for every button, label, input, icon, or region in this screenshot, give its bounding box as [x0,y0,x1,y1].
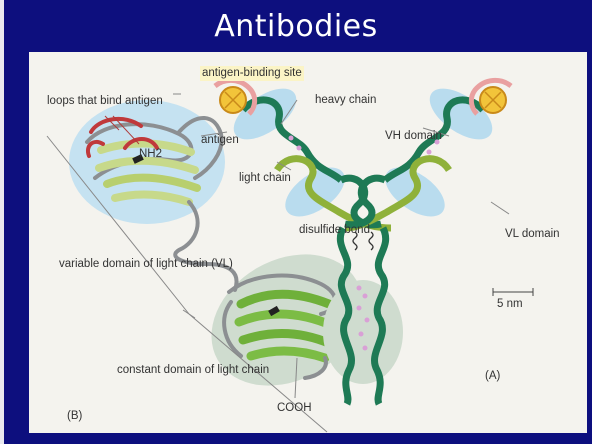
figure-panel: antigen-binding site loops that bind ant… [29,52,587,433]
panel-a-label: (A) [485,370,500,383]
scale-bar [493,288,533,296]
slide-title: Antibodies [0,4,592,50]
slide-left-edge [0,0,4,444]
antibody-illustration [29,52,587,433]
disulfide-bond-label: disulfide bond [299,224,370,237]
panel-b-label: (B) [67,410,82,423]
loops-label: loops that bind antigen [47,95,163,108]
vh-domain-label: VH domain [385,130,442,143]
light-chain-label: light chain [239,172,291,185]
cooh-label: COOH [277,402,312,415]
antigen-binding-site-label: antigen-binding site [200,66,304,81]
variable-domain-label: variable domain of light chain (VL) [59,258,233,271]
constant-domain-label: constant domain of light chain [117,364,269,377]
nh2-label: NH2 [139,148,162,161]
vl-domain-label: VL domain [505,228,560,241]
heavy-chain-label: heavy chain [315,94,376,107]
fc-stem [323,228,403,404]
antigen-label: antigen [201,134,239,147]
scale-label: 5 nm [497,298,523,311]
